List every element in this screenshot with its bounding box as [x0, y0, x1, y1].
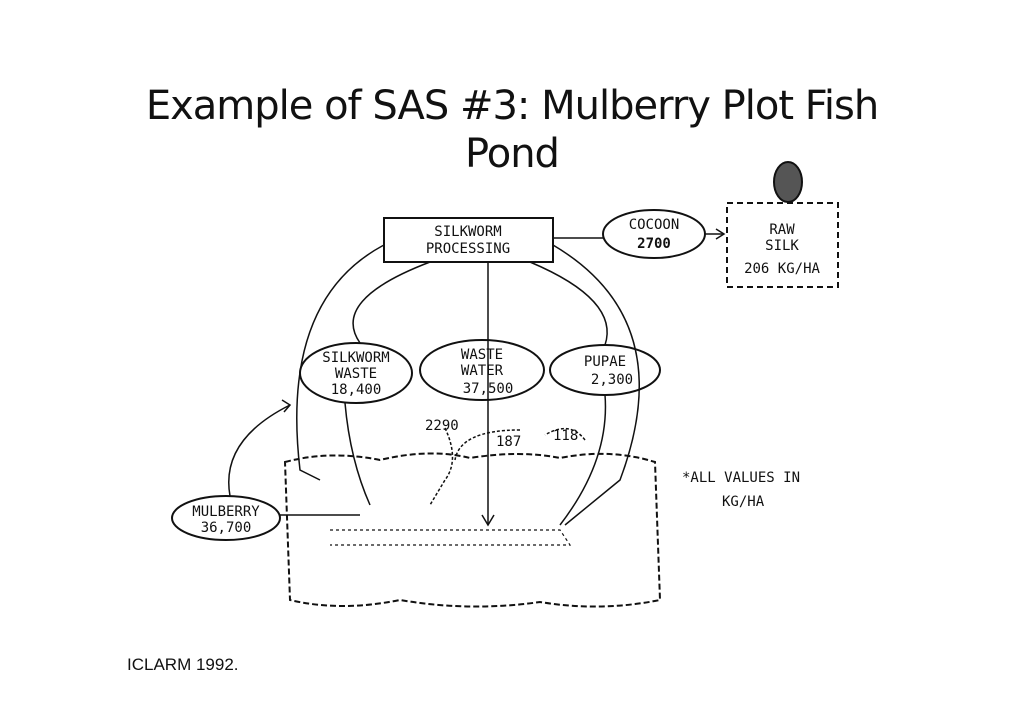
units-note-2: KG/HA: [722, 494, 765, 510]
waste-water-node: [419, 339, 545, 401]
title-line-1: Example of SAS #3: Mulberry Plot Fish: [145, 83, 879, 129]
flow-arrows: [228, 228, 726, 527]
title-line-2: Pond: [465, 131, 560, 177]
silkworm-moth-icon: [773, 161, 803, 203]
raw-silk-label: RAW: [769, 222, 795, 238]
silkworm-processing-box: [383, 217, 554, 263]
mulberry-node: [171, 495, 281, 541]
flow-value-2290: 2290: [425, 418, 459, 434]
fish-pond: [283, 452, 662, 608]
raw-silk-box: [726, 202, 839, 288]
silkworm-waste-label: SILKWORM: [322, 350, 389, 366]
waste-water-label: WASTE: [461, 347, 503, 363]
silkworm-waste-node: [299, 342, 413, 404]
units-note: *ALL VALUES IN: [682, 470, 800, 486]
silkworm-waste-value: 18,400: [331, 382, 382, 398]
flow-value-187: 187: [496, 434, 521, 450]
processing-label-2: PROCESSING: [426, 241, 510, 257]
raw-silk-value: 206 KG/HA: [744, 261, 820, 277]
flow-value-118: 118: [553, 428, 578, 444]
pupae-label: PUPAE: [584, 354, 626, 370]
cocoon-node: [602, 209, 706, 259]
waste-water-value: 37,500: [463, 381, 514, 397]
mulberry-value: 36,700: [201, 520, 252, 536]
raw-silk-label-2: SILK: [765, 238, 799, 254]
waste-water-label-2: WATER: [461, 363, 504, 379]
slide-title: Example of SAS #3: Mulberry Plot Fish Po…: [0, 82, 1024, 178]
pupae-value: 2,300: [591, 372, 633, 388]
processing-label: SILKWORM: [434, 224, 501, 240]
silkworm-waste-label-2: WASTE: [335, 366, 377, 382]
cocoon-label: COCOON: [629, 217, 680, 233]
pupae-node: [549, 344, 661, 396]
cocoon-value: 2700: [637, 236, 671, 252]
citation: ICLARM 1992.: [127, 655, 239, 674]
mulberry-label: MULBERRY: [192, 504, 260, 520]
